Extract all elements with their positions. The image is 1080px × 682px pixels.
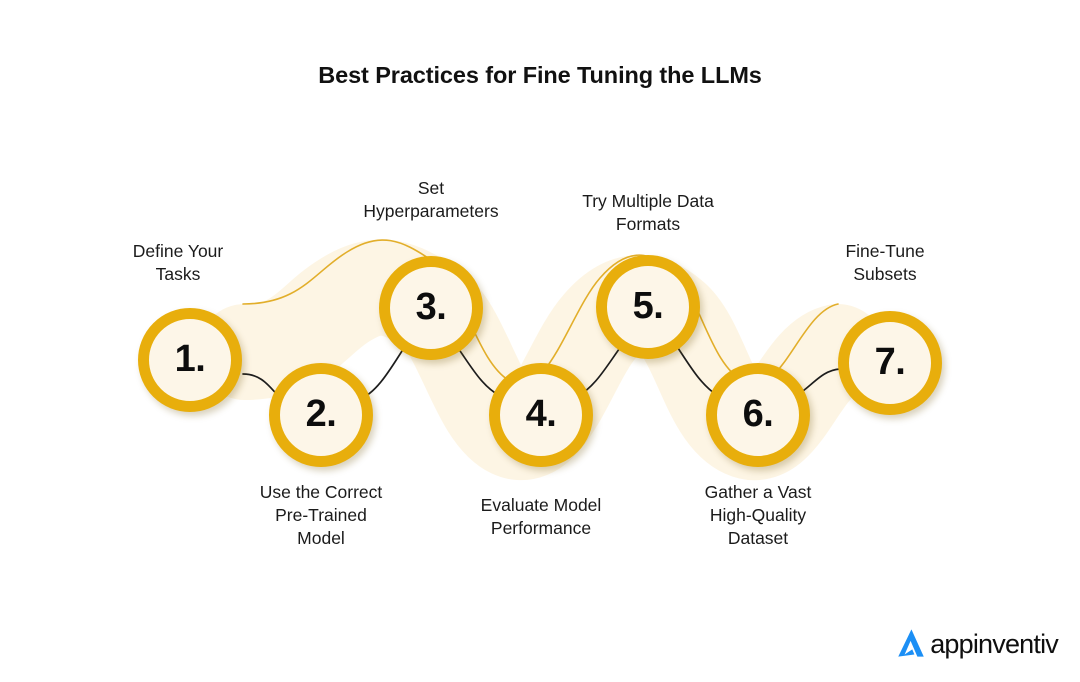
step-6-node[interactable]: 6. bbox=[706, 363, 810, 467]
step-1-label: Define Your Tasks bbox=[132, 241, 224, 285]
step-4-node[interactable]: 4. bbox=[489, 363, 593, 467]
a-chevron-icon bbox=[898, 629, 924, 657]
step-7-number: 7. bbox=[874, 341, 906, 383]
step-7-label: Fine-Tune Subsets bbox=[845, 241, 925, 285]
step-1-number: 1. bbox=[174, 338, 206, 380]
step-2-number: 2. bbox=[305, 393, 337, 435]
step-5-node[interactable]: 5. bbox=[596, 255, 700, 359]
brand-logo: appinventiv bbox=[894, 626, 1059, 660]
step-2-label: Use the Correct Pre-Trained Model bbox=[259, 482, 383, 549]
step-6-number: 6. bbox=[742, 393, 774, 435]
step-3-label: Set Hyperparameters bbox=[363, 178, 499, 222]
step-7-node[interactable]: 7. bbox=[838, 311, 942, 415]
brand-name: appinventiv bbox=[930, 628, 1059, 659]
step-5-number: 5. bbox=[632, 285, 664, 327]
step-4-label: Evaluate Model Performance bbox=[480, 495, 602, 539]
page-title: Best Practices for Fine Tuning the LLMs bbox=[318, 62, 762, 88]
step-4-number: 4. bbox=[525, 393, 557, 435]
step-1-node[interactable]: 1. bbox=[138, 308, 242, 412]
step-5-label: Try Multiple Data Formats bbox=[582, 191, 714, 235]
step-2-node[interactable]: 2. bbox=[269, 363, 373, 467]
step-3-number: 3. bbox=[415, 286, 447, 328]
step-3-node[interactable]: 3. bbox=[379, 256, 483, 360]
step-6-label: Gather a Vast High-Quality Dataset bbox=[704, 482, 812, 549]
